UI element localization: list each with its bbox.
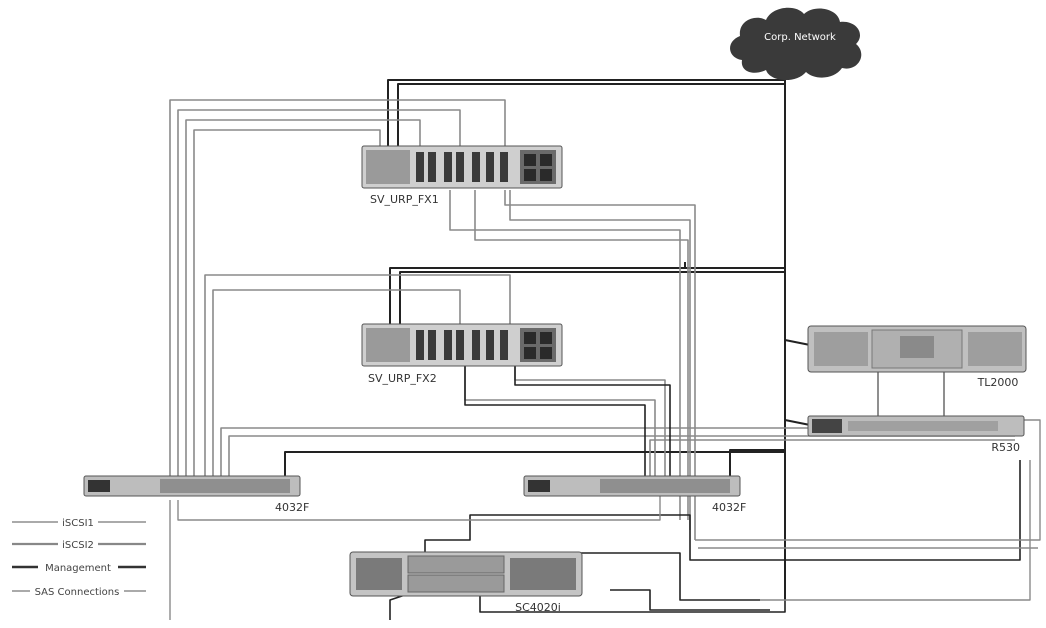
- legend-label-iscsi1: iSCSI1: [62, 518, 94, 529]
- sas-cables: [389, 365, 1021, 620]
- switch-right: 4032F: [523, 475, 746, 514]
- return-cables: [169, 419, 1041, 620]
- server-fx2: SV_URP_FX2: [361, 323, 563, 385]
- legend: iSCSI1 iSCSI2 Management SAS Connections: [12, 518, 146, 598]
- server-fx1-label: SV_URP_FX1: [370, 193, 439, 206]
- cloud-icon: [730, 7, 862, 81]
- legend-label-iscsi2: iSCSI2: [62, 540, 94, 551]
- legend-label-management: Management: [45, 563, 111, 574]
- tl-r530-links: [877, 372, 945, 418]
- server-fx1: SV_URP_FX1: [361, 145, 563, 206]
- storage-label: SC4020i: [515, 601, 561, 614]
- cloud-label: Corp. Network: [764, 32, 836, 43]
- tape-library-tl2000: TL2000: [807, 325, 1027, 389]
- server-fx2-label: SV_URP_FX2: [368, 372, 437, 385]
- backup-server-label: R530: [991, 441, 1020, 454]
- switch-left: 4032F: [83, 475, 309, 514]
- iscsi-cables-upper: [169, 99, 696, 540]
- legend-label-sas: SAS Connections: [35, 587, 120, 598]
- switch-left-label: 4032F: [275, 501, 309, 514]
- switch-right-label: 4032F: [712, 501, 746, 514]
- legend-item-iscsi2: iSCSI2: [12, 540, 146, 551]
- tape-library-label: TL2000: [977, 376, 1019, 389]
- corp-network-cloud: Corp. Network: [730, 7, 862, 81]
- backup-server-r530: R530: [807, 415, 1025, 454]
- cables: [169, 70, 1041, 620]
- legend-item-sas: SAS Connections: [12, 587, 146, 598]
- management-cables: [284, 70, 811, 600]
- storage-sc4020i: SC4020i: [349, 551, 583, 614]
- legend-item-management: Management: [12, 563, 146, 574]
- legend-item-iscsi1: iSCSI1: [12, 518, 146, 529]
